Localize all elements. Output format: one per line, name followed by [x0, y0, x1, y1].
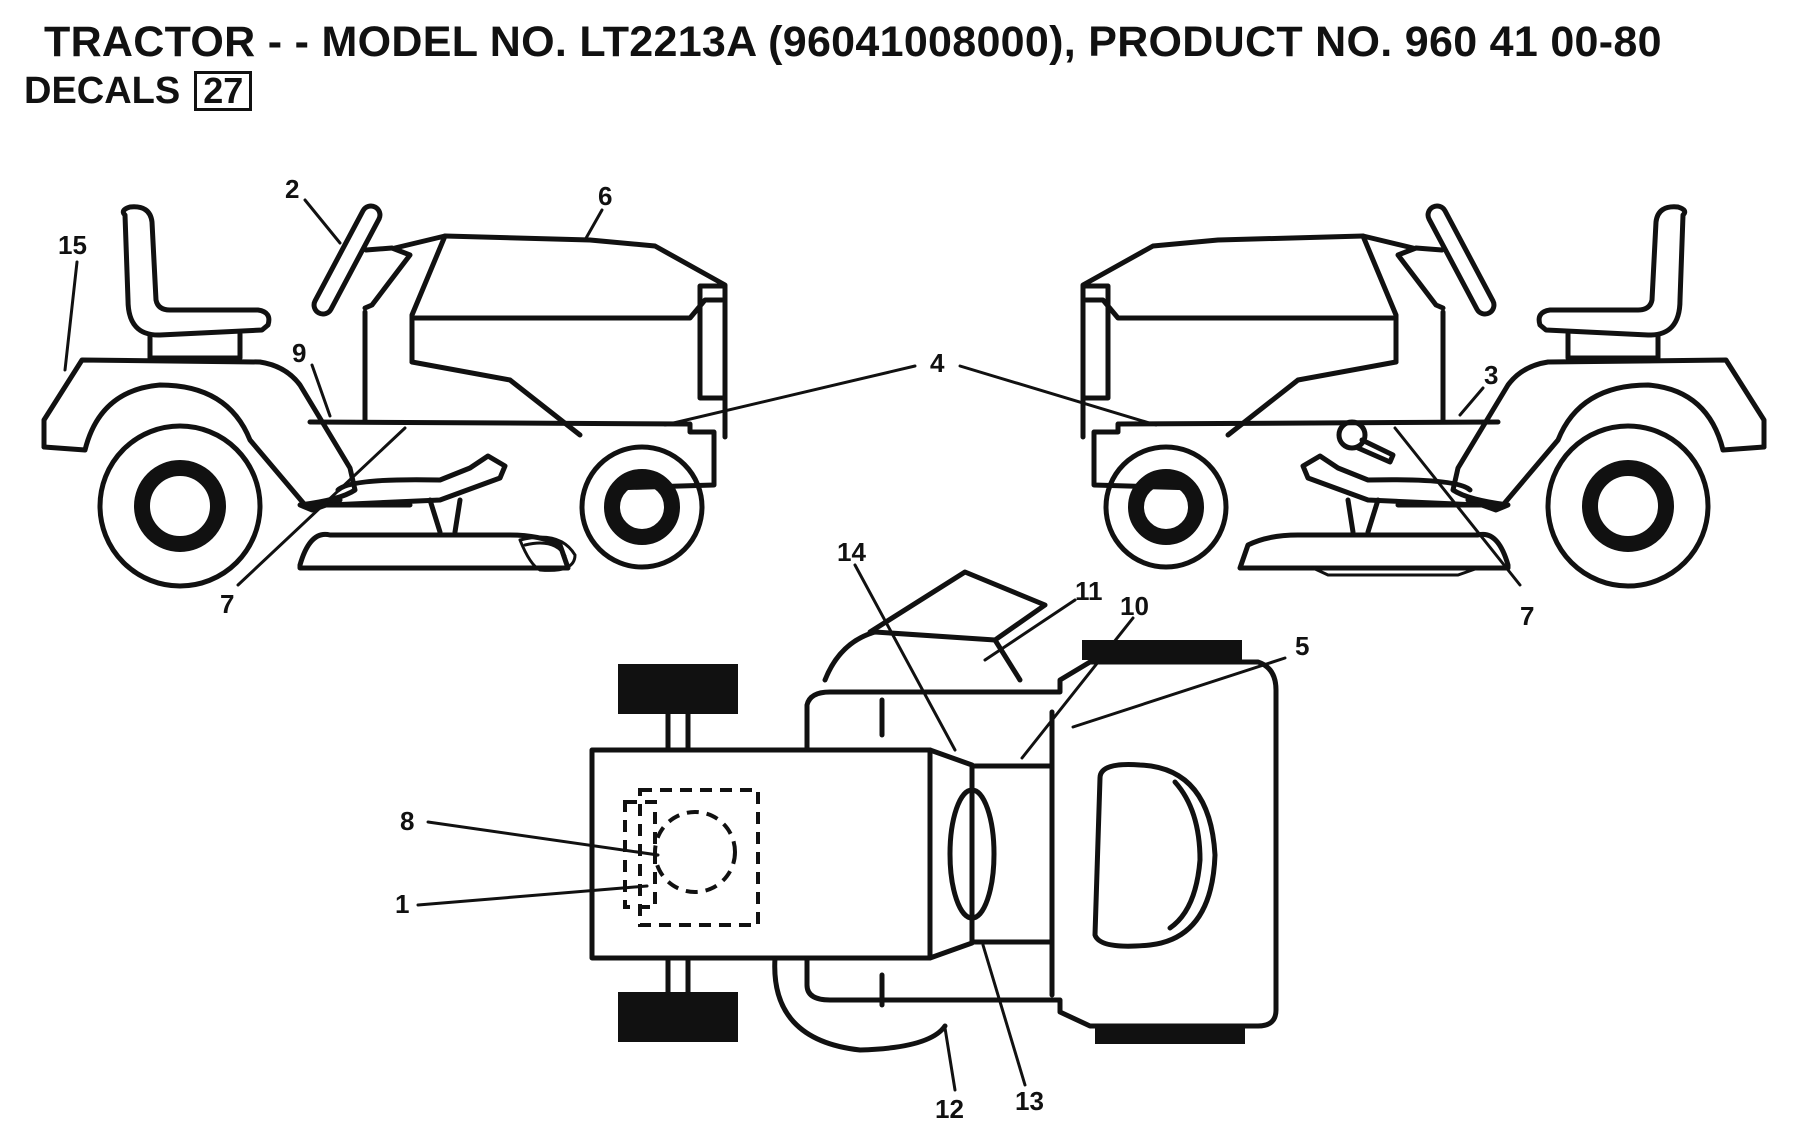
left-hood — [442, 233, 728, 440]
section-heading: DECALS 27 — [24, 70, 253, 113]
callout-7-right: 7 — [1520, 601, 1534, 631]
right-steering-column — [1395, 245, 1446, 311]
leader-10 — [1020, 616, 1135, 760]
ignition-key-icon — [1336, 419, 1368, 451]
right-fender-arch — [1395, 382, 1767, 508]
leader-lines — [63, 198, 1522, 1092]
left-rear-wheel — [97, 423, 263, 589]
left-seat-back — [120, 204, 272, 338]
right-hood-lower — [1225, 359, 1399, 438]
leader-3 — [1458, 386, 1485, 417]
callout-11: 11 — [1075, 576, 1103, 606]
top-front-tire-upper — [1082, 640, 1242, 660]
leader-8 — [426, 820, 660, 857]
left-side-tractor-view — [41, 203, 728, 589]
right-seat-back — [1536, 204, 1688, 338]
section-number-box: 27 — [194, 71, 253, 111]
left-footboard — [327, 453, 508, 508]
left-deck-chute-inner — [523, 541, 567, 558]
right-rear-hub — [1582, 460, 1674, 552]
left-deck-hanger — [427, 497, 463, 535]
top-console — [969, 763, 1055, 945]
left-fender-arch — [41, 382, 413, 508]
top-rear-tire-lower — [618, 992, 738, 1042]
leader-7-left — [236, 426, 407, 587]
top-engine-cover-inner — [1167, 779, 1203, 931]
callout-8: 8 — [400, 806, 414, 836]
leader-5 — [1071, 656, 1287, 729]
top-decal-area-8 — [638, 788, 760, 927]
leader-7-right — [1393, 426, 1522, 587]
left-seat-base — [147, 331, 243, 361]
right-dash-panel — [1360, 233, 1416, 365]
right-deck-plate — [1311, 566, 1480, 577]
top-front-tire-lower — [1095, 1026, 1245, 1044]
top-footboard-upper — [804, 659, 1279, 1029]
right-rear-wheel — [1545, 423, 1711, 589]
top-rear-axle — [665, 711, 691, 995]
right-hood-side — [1083, 297, 1396, 321]
right-front-wheel — [1103, 444, 1229, 570]
left-front-hub — [604, 469, 680, 545]
callout-2: 2 — [285, 174, 299, 204]
leader-6 — [583, 208, 604, 242]
leader-11 — [983, 598, 1077, 662]
right-mower-deck — [1237, 531, 1511, 571]
leader-2 — [303, 198, 342, 245]
leader-14 — [853, 563, 957, 752]
left-hood-lower — [409, 359, 583, 438]
leader-12 — [943, 1026, 957, 1092]
top-rear-body — [589, 747, 933, 961]
page-header: TRACTOR - - MODEL NO. LT2213A (960410080… — [0, 0, 1808, 130]
callout-labels: 15 2 6 9 4 7 3 7 14 11 10 5 8 1 12 13 — [58, 174, 1534, 1124]
top-engine-cover — [1092, 762, 1218, 949]
right-front-hub — [1128, 469, 1204, 545]
left-rear-hub — [134, 460, 226, 552]
right-footboard — [1300, 453, 1481, 508]
right-side-tractor-view — [1080, 203, 1767, 589]
right-steering-wheel — [1425, 203, 1497, 317]
callout-5: 5 — [1295, 631, 1309, 661]
callout-7-left: 7 — [220, 589, 234, 619]
right-seat-base — [1565, 331, 1661, 361]
callout-3: 3 — [1484, 360, 1498, 390]
right-grille — [1080, 283, 1111, 401]
leader-4-left — [663, 364, 917, 427]
top-deck-arc — [772, 955, 948, 1053]
left-steering-wheel — [311, 203, 383, 317]
left-deck-chute — [518, 535, 577, 572]
left-front-wheel — [579, 444, 705, 570]
left-dash-panel — [392, 233, 448, 365]
left-hood-side — [412, 297, 725, 321]
leader-4-right — [958, 364, 1158, 427]
top-chute-front — [822, 629, 998, 683]
callout-4: 4 — [930, 348, 945, 378]
top-view-tractor — [589, 569, 1279, 1053]
callout-10: 10 — [1120, 591, 1149, 621]
left-grille — [697, 283, 728, 401]
callout-9: 9 — [292, 338, 306, 368]
ignition-key-shaft — [1355, 437, 1396, 465]
right-hood — [1080, 233, 1366, 440]
callout-6: 6 — [598, 181, 612, 211]
right-deck-hanger — [1345, 497, 1381, 535]
leader-13 — [981, 943, 1027, 1087]
left-steering-column — [362, 245, 413, 311]
top-chute — [867, 569, 1048, 683]
callout-15: 15 — [58, 230, 87, 260]
callout-14: 14 — [837, 537, 866, 567]
section-label: DECALS — [24, 70, 181, 112]
leader-15 — [63, 260, 79, 372]
left-mower-deck — [297, 531, 571, 571]
top-decal-circle — [653, 810, 737, 894]
page-title: TRACTOR - - MODEL NO. LT2213A (960410080… — [44, 18, 1662, 66]
top-rear-tire-upper — [618, 664, 738, 714]
leader-9 — [310, 363, 332, 418]
callout-1: 1 — [395, 889, 409, 919]
callout-12: 12 — [935, 1094, 964, 1124]
leader-1 — [416, 884, 649, 907]
callout-13: 13 — [1015, 1086, 1044, 1116]
